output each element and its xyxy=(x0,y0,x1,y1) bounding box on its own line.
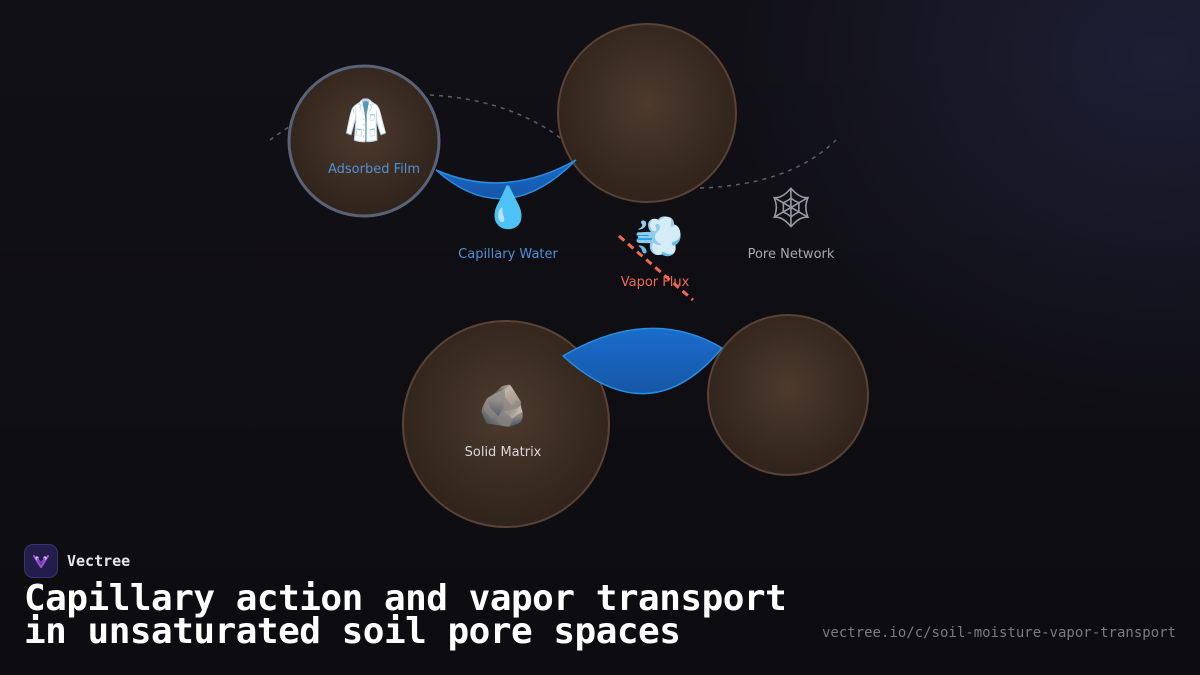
title-line-2: in unsaturated soil pore spaces xyxy=(24,611,681,652)
water-drop-icon: 💧 xyxy=(483,185,533,231)
capillary-meniscus-top xyxy=(435,159,577,200)
spider-web-icon: 🕸 xyxy=(765,185,817,231)
page-title: Capillary action and vapor transport in … xyxy=(24,578,787,652)
capillary-meniscus-bottom xyxy=(561,327,724,395)
solid-matrix-label: Solid Matrix xyxy=(464,445,542,460)
brand-name: Vectree xyxy=(67,552,131,570)
pore-connection-top xyxy=(429,94,576,151)
soil-grain-bottom-left xyxy=(402,320,610,528)
source-url: vectree.io/c/soil-moisture-vapor-transpo… xyxy=(821,625,1176,641)
coat-icon: 🥼 xyxy=(341,98,391,144)
rock-icon: 🪨 xyxy=(478,383,528,429)
pore-connection-right xyxy=(699,139,837,189)
vapor-flux-path xyxy=(618,234,694,302)
adsorbed-film-label: Adsorbed Film xyxy=(327,162,421,177)
capillary-water-label: Capillary Water xyxy=(458,247,558,262)
dash-puff-icon: 💨 xyxy=(634,214,684,260)
brand: Vectree xyxy=(24,544,130,578)
pore-network-label: Pore Network xyxy=(747,247,835,262)
vectree-logo-icon xyxy=(24,544,58,578)
soil-grain-top-left xyxy=(287,64,441,218)
vapor-flux-label: Vapor Flux xyxy=(620,275,690,290)
soil-grain-bottom-right xyxy=(707,314,869,476)
title-line-1: Capillary action and vapor transport xyxy=(24,578,787,619)
soil-grain-top-center xyxy=(557,23,737,203)
